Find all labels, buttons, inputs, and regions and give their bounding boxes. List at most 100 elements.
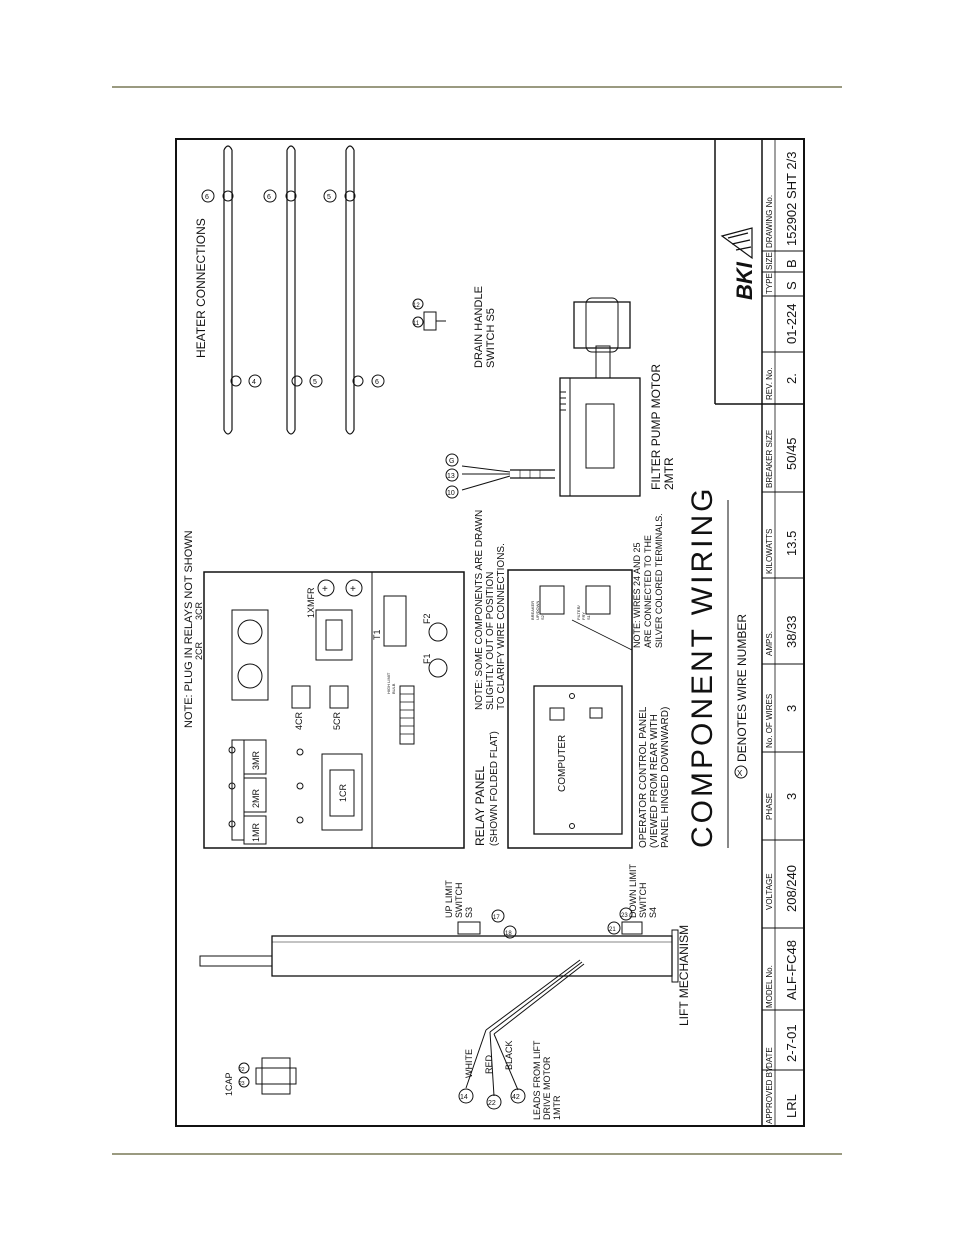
relay-4cr: 4CR xyxy=(294,711,304,730)
plus-icon-1: + xyxy=(322,584,328,595)
limit-wire-2: 21 xyxy=(609,927,616,933)
lead-white: WHITE xyxy=(464,1049,474,1078)
tb-header-breaker: BREAKER SIZE xyxy=(765,430,774,488)
tb-header-date: DATE xyxy=(765,1047,774,1068)
legend-symbol-text: X xyxy=(737,769,743,778)
filter-pump-label-0: FILTER PUMP MOTOR xyxy=(649,364,663,490)
up-limit-label-1: SWITCH xyxy=(454,883,464,919)
note-wires-2: SILVER COLORED TERMINALS. xyxy=(654,513,664,648)
lead-red: RED xyxy=(484,1054,494,1074)
breaker-label-1: UP/DOWN xyxy=(535,601,540,620)
note-wires-0: NOTE: WIRES 24 AND 25 xyxy=(632,542,642,648)
drain-label-0: DRAIN HANDLE xyxy=(473,286,485,368)
note-some-components-1: SLIGHTLY OUT OF POSITION xyxy=(485,572,496,710)
tb-value-model: ALF-FC48 xyxy=(784,940,799,1000)
filter-fry-label-0: FILTER/ xyxy=(576,605,581,620)
heater-wire-top-0: 6 xyxy=(205,194,209,201)
brand-grid-icon xyxy=(720,227,753,260)
pump-wire-0: G xyxy=(449,458,454,465)
tb-header-type: TYPE xyxy=(765,273,774,294)
relay-2mr: 2MR xyxy=(251,788,261,808)
drawing-border xyxy=(175,138,805,1127)
note-wires-1: ARE CONNECTED TO THE xyxy=(643,535,653,648)
fuse-f1: F1 xyxy=(422,653,432,664)
tb-value-breaker: 50/45 xyxy=(784,437,799,470)
plus-icon-2: + xyxy=(350,584,356,595)
limit-wire-3: 23 xyxy=(621,913,628,919)
heater-wire-bottom-2: 6 xyxy=(375,379,379,386)
filter-fry-label-2: S1 xyxy=(586,614,591,620)
down-limit-label-2: S4 xyxy=(648,907,658,918)
relay-panel-label-1: (SHOWN FOLDED FLAT) xyxy=(489,731,500,846)
title-block: APPROVED BY DATE MODEL No. VOLTAGE PHASE… xyxy=(714,139,804,1126)
relay-1cr: 1CR xyxy=(338,783,348,802)
tb-value-phase: 3 xyxy=(784,793,799,800)
tb-value-size: B xyxy=(784,259,799,268)
tb-header-phase: PHASE xyxy=(765,793,774,820)
pump-wire-1: 13 xyxy=(447,473,455,480)
lift-drive-leads: 14 22 42 WHITE RED BLACK LEADS FROM LIFT… xyxy=(458,1029,562,1120)
high-limit-label-1: BULB xyxy=(391,683,396,694)
tb-value-kilowatts: 13.5 xyxy=(784,531,799,556)
operator-control-panel: COMPUTER BREAKER UP/DOWN S2 FILTER/ FRY … xyxy=(507,569,633,849)
note-plug-in: NOTE: PLUG IN RELAYS NOT SHOWN xyxy=(183,530,195,728)
relay-1xmfr: 1XMFR xyxy=(306,587,316,618)
relay-5cr: 5CR xyxy=(332,711,342,730)
leads-label-1: DRIVE MOTOR xyxy=(542,1056,552,1120)
header-rule xyxy=(112,86,842,88)
tb-header-kilowatts: KILOWATTS xyxy=(765,529,774,574)
computer-label: COMPUTER xyxy=(557,735,568,792)
heater-wire-top-1: 6 xyxy=(267,194,271,201)
drain-wire-1: 12 xyxy=(413,303,420,309)
cap-wire-1: 22 xyxy=(239,1067,245,1073)
filter-fry-label-1: FRY xyxy=(581,612,586,620)
relay-1mr: 1MR xyxy=(251,822,261,842)
heater-connections: HEATER CONNECTIONS 6 6 5 4 5 6 xyxy=(194,145,385,435)
tb-header-wires: No. OF WIRES xyxy=(765,694,774,748)
lead-wire-0: 14 xyxy=(460,1094,468,1101)
drain-wire-0: 11 xyxy=(413,321,420,327)
note-some-components-0: NOTE: SOME COMPONENTS ARE DRAWN xyxy=(474,510,485,710)
footer-rule xyxy=(112,1153,842,1155)
drain-handle-switch: 11 12 DRAIN HANDLE SWITCH S5 xyxy=(412,286,497,368)
tb-header-rev: REV. No. xyxy=(765,367,774,400)
drain-label-1: SWITCH S5 xyxy=(485,308,497,368)
limit-wire-1: 18 xyxy=(505,931,512,937)
tb-value-doc: 01-224 xyxy=(784,304,799,344)
up-limit-label-2: S3 xyxy=(464,907,474,918)
lift-mechanism: LIFT MECHANISM UP LIMIT SWITCH S3 DOWN L… xyxy=(199,864,691,1035)
heater-label: HEATER CONNECTIONS xyxy=(194,218,208,358)
tb-value-date: 2-7-01 xyxy=(784,1024,799,1062)
operator-label-2: PANEL HINGED DOWNWARD) xyxy=(660,707,671,848)
brand-logo: BKI xyxy=(732,261,757,300)
cap-wire-0: 23 xyxy=(239,1081,245,1087)
tb-header-approved: APPROVED BY xyxy=(765,1066,774,1124)
filter-pump-motor: G 13 10 FILTER PUMP MOTOR 2MTR xyxy=(445,297,676,499)
filter-pump-label-1: 2MTR xyxy=(662,457,676,490)
high-limit-label-0: HIGH LIMIT xyxy=(386,672,391,694)
tb-header-size: SIZE xyxy=(765,252,774,270)
tb-value-drawing: 152902 SHT 2/3 xyxy=(784,152,799,246)
heater-wire-bottom-1: 5 xyxy=(313,379,317,386)
relay-3cr: 3CR xyxy=(194,601,204,620)
relay-panel-label-0: RELAY PANEL xyxy=(473,766,487,846)
leads-label-2: 1MTR xyxy=(552,1095,562,1120)
down-limit-label-0: DOWN LIMIT xyxy=(628,864,638,918)
leads-label-0: LEADS FROM LIFT xyxy=(532,1040,542,1120)
tb-value-approved: LRL xyxy=(784,1094,799,1118)
relay-3mr: 3MR xyxy=(251,750,261,770)
cap-label: 1CAP xyxy=(224,1072,234,1096)
tb-header-model: MODEL No. xyxy=(765,965,774,1008)
diagram-title: COMPONENT WIRING xyxy=(686,486,719,848)
lead-wire-1: 22 xyxy=(488,1100,496,1107)
note-some-components-2: TO CLARIFY WIRE CONNECTIONS. xyxy=(496,543,507,710)
operator-label-0: OPERATOR CONTROL PANEL xyxy=(638,706,649,848)
limit-wire-0: 17 xyxy=(493,915,500,921)
tb-header-amps: AMPS. xyxy=(765,631,774,656)
heater-wire-top-2: 5 xyxy=(327,194,331,201)
up-limit-label-0: UP LIMIT xyxy=(444,880,454,918)
relay-2cr: 2CR xyxy=(194,641,204,660)
legend-symbol xyxy=(734,765,748,779)
fuse-f2: F2 xyxy=(422,613,432,624)
lift-label: LIFT MECHANISM xyxy=(677,925,691,1026)
